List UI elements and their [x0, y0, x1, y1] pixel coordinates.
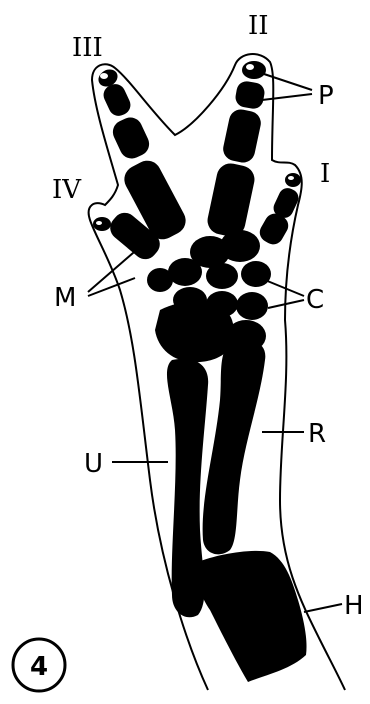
- label-digit-IV: IV: [52, 175, 82, 205]
- label-digit-III: III: [72, 33, 103, 63]
- digit-I-bones: [256, 173, 301, 248]
- label-digit-I: I: [320, 159, 330, 189]
- label-phalanges: P: [318, 81, 334, 111]
- label-carpals: C: [306, 285, 324, 315]
- label-radius: R: [308, 419, 326, 449]
- label-digit-II: II: [248, 11, 269, 41]
- label-humerus: H: [344, 591, 364, 621]
- label-ulna: U: [84, 449, 103, 479]
- radius-bone: [203, 340, 266, 555]
- figure-number: 4: [30, 652, 48, 682]
- label-metacarpals: M: [54, 283, 76, 313]
- digit-II-bones: [205, 61, 266, 239]
